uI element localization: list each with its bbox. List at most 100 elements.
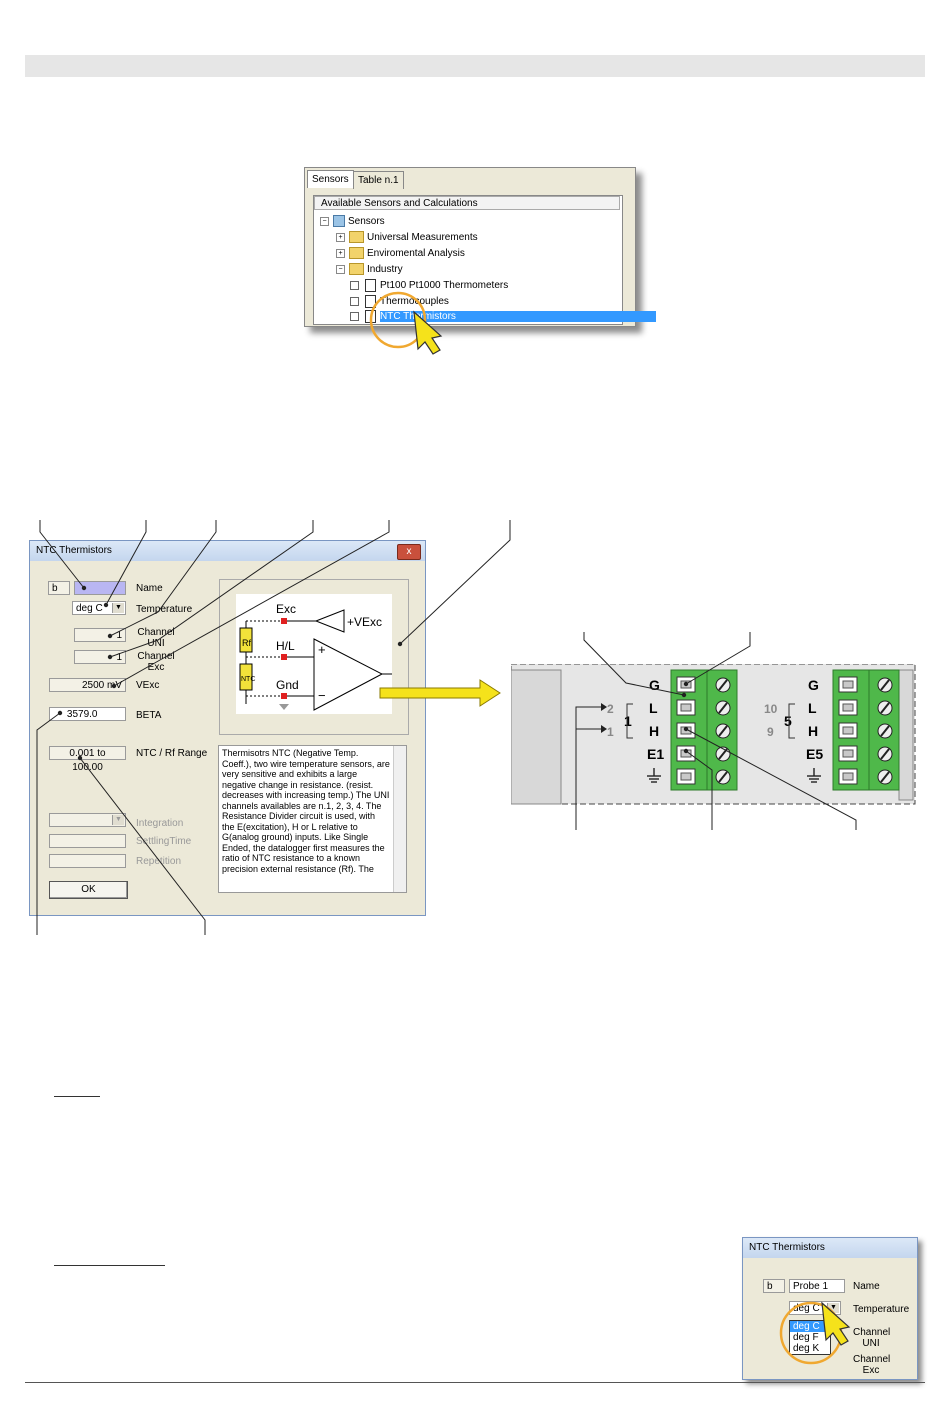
- tree-item-label: Enviromental Analysis: [367, 248, 465, 259]
- header-bar: [25, 55, 925, 77]
- cursor-icon: [413, 310, 443, 355]
- tree-item-thermocouples[interactable]: Thermocouples: [350, 294, 449, 309]
- name-input[interactable]: Probe 1: [789, 1279, 845, 1293]
- dialog-title: NTC Thermistors: [743, 1238, 917, 1258]
- right-number-10: 10: [764, 702, 778, 716]
- tree-item-enviromental[interactable]: + Enviromental Analysis: [336, 246, 465, 261]
- screw-slot: [718, 702, 728, 714]
- plus-symbol: +: [318, 642, 326, 657]
- description-text: Thermisotrs NTC (Negative Temp. Coeff.),…: [222, 748, 390, 874]
- vexc-field[interactable]: 2500 mV: [49, 678, 126, 692]
- temperature-dropdown-list: deg C deg F deg K: [789, 1320, 831, 1355]
- rf-resistor: [239, 627, 253, 653]
- channel-exc-field[interactable]: 1: [74, 650, 126, 664]
- left-group-number: 1: [624, 713, 632, 729]
- option-deg-f[interactable]: deg F: [793, 1332, 819, 1343]
- tab-table[interactable]: Table n.1: [353, 171, 404, 189]
- ntc-thermistor: [239, 663, 253, 691]
- right-label-l: L: [808, 700, 817, 716]
- tree-item-sensors[interactable]: − Sensors: [320, 214, 385, 229]
- vexc-label: VExc: [136, 680, 160, 691]
- tree-item-label: Thermocouples: [380, 296, 449, 307]
- left-number-2: 2: [607, 702, 614, 716]
- tree-item-label: Pt100 Pt1000 Thermometers: [380, 280, 509, 291]
- integration-label: Integration: [136, 818, 184, 829]
- highlight-ring: [369, 291, 427, 349]
- underline-2: [54, 1265, 165, 1266]
- tree-item-industry[interactable]: − Industry: [336, 262, 403, 277]
- ok-button[interactable]: OK: [49, 881, 128, 899]
- document-icon: [365, 278, 376, 292]
- chevron-down-icon[interactable]: ▼: [112, 815, 124, 825]
- settling-label: SettlingTime: [136, 836, 192, 847]
- left-label-e1: E1: [647, 746, 664, 762]
- temperature-select[interactable]: deg C ▼: [72, 601, 126, 615]
- ntc-dialog: NTC Thermistors x b Name deg C ▼ Tempera…: [29, 540, 426, 916]
- terminal-slot-inner: [842, 726, 854, 735]
- dialog-title: NTC Thermistors: [30, 541, 425, 561]
- option-deg-c[interactable]: deg C: [790, 1321, 830, 1332]
- checkbox[interactable]: [350, 296, 359, 306]
- temperature-label: Temperature: [136, 604, 193, 615]
- tree-header: Available Sensors and Calculations: [314, 196, 620, 210]
- right-group-number: 5: [784, 713, 792, 729]
- right-number-9: 9: [767, 725, 774, 739]
- schematic-panel: Exc H/L Gnd +VExc + − Rf NTC: [219, 579, 409, 735]
- channel-uni-label: Channel UNI: [137, 627, 175, 649]
- terminal-slot-inner: [842, 749, 854, 758]
- folder-open-icon: [349, 263, 364, 276]
- tree-item-label: Industry: [367, 264, 403, 275]
- checkbox[interactable]: [350, 311, 359, 321]
- option-deg-k[interactable]: deg K: [793, 1343, 820, 1354]
- collapse-icon[interactable]: −: [336, 264, 345, 274]
- tree-item-universal[interactable]: + Universal Measurements: [336, 230, 478, 245]
- sensors-window: Sensors Table n.1 Available Sensors and …: [304, 167, 656, 327]
- folder-icon: [349, 247, 364, 260]
- ground-icon: [279, 704, 289, 710]
- temperature-value: deg C: [76, 603, 103, 614]
- left-label-g: G: [649, 677, 660, 693]
- expand-icon[interactable]: +: [336, 232, 345, 242]
- name-label: Name: [136, 583, 163, 594]
- collapse-icon[interactable]: −: [320, 216, 329, 226]
- tree-item-label: Sensors: [348, 216, 385, 227]
- arrow-right-icon: [379, 679, 501, 707]
- tree-item-label: Universal Measurements: [367, 232, 478, 243]
- integration-select[interactable]: ▼: [49, 813, 126, 827]
- scrollbar[interactable]: [393, 746, 406, 892]
- right-label-h: H: [808, 723, 818, 739]
- expand-icon[interactable]: +: [336, 248, 345, 258]
- channel-exc-label: Channel Exc: [137, 651, 175, 673]
- repetition-label: Repetition: [136, 856, 182, 867]
- chevron-down-icon[interactable]: ▼: [112, 603, 124, 613]
- underline-1: [54, 1096, 100, 1097]
- circuit-diagram: Exc H/L Gnd +VExc + − Rf NTC: [239, 602, 392, 711]
- vexc-symbol: +VExc: [347, 615, 382, 629]
- schematic: Exc H/L Gnd +VExc + − Rf NTC: [236, 594, 392, 714]
- temperature-value: deg C: [793, 1303, 820, 1314]
- screw-slot: [880, 679, 890, 691]
- name-label: Name: [853, 1281, 880, 1292]
- hl-pin: [281, 654, 287, 660]
- terminal-slot-inner: [842, 680, 854, 689]
- settling-field[interactable]: [49, 834, 126, 848]
- repetition-field[interactable]: [49, 854, 126, 868]
- terminal-board: G L H E1 2 1 1 G L H E5 10 9 5: [510, 663, 917, 806]
- terminal-board-graphic: G L H E1 2 1 1 G L H E5 10 9 5: [510, 663, 916, 805]
- screw-slot: [880, 748, 890, 760]
- beta-label: BETA: [136, 710, 162, 721]
- terminal-slot-inner: [680, 772, 692, 781]
- tree-item-pt100[interactable]: Pt100 Pt1000 Thermometers: [350, 278, 508, 293]
- beta-input[interactable]: 3579.0: [49, 707, 126, 721]
- sensors-tree: Available Sensors and Calculations − Sens…: [313, 195, 656, 325]
- close-button[interactable]: x: [397, 544, 421, 560]
- channel-uni-field[interactable]: 1: [74, 628, 126, 642]
- screw-slot: [718, 679, 728, 691]
- rf-label: Rf: [242, 638, 251, 648]
- screw-slot: [718, 771, 728, 783]
- checkbox[interactable]: [350, 280, 359, 290]
- screw-slot: [880, 725, 890, 737]
- range-label: NTC / Rf Range: [136, 748, 208, 759]
- name-prefix: b: [48, 581, 70, 595]
